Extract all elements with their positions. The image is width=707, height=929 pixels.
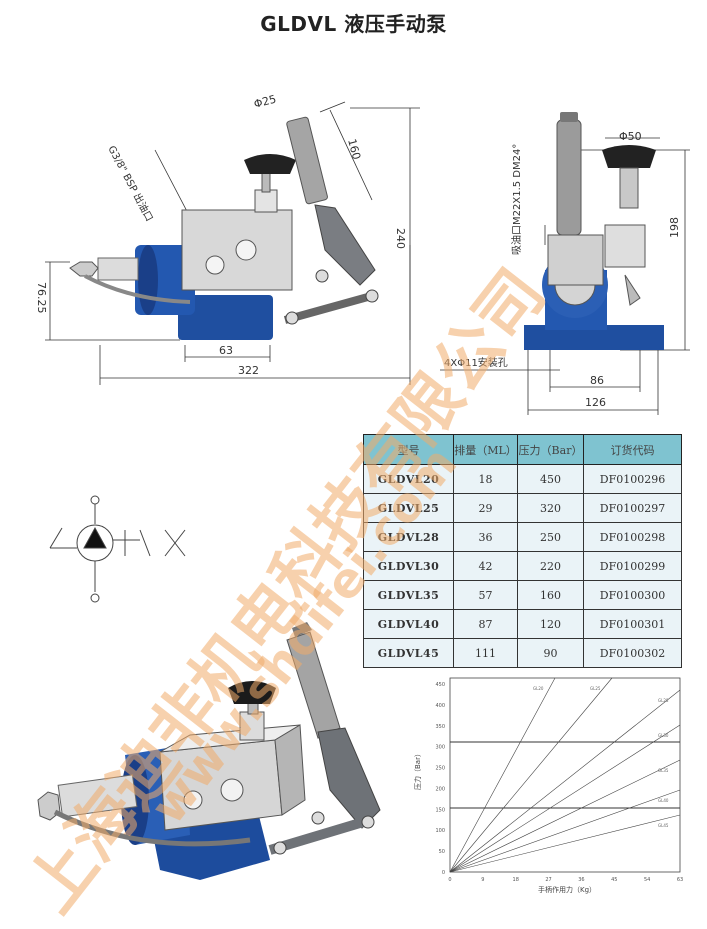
cell-model: GLDVL20 [363, 464, 454, 494]
cell-pressure: 120 [517, 609, 584, 639]
x-tick-label: 9 [481, 877, 484, 883]
cell-displacement: 111 [453, 638, 518, 668]
dim-total-len: 322 [238, 364, 259, 377]
series-label: GL30 [658, 733, 669, 738]
series-label: GL35 [658, 768, 669, 773]
series-line [449, 689, 681, 873]
side-view-drawing: Φ25 160 240 G3/8" BSP 出油口 76.25 63 322 [35, 92, 420, 385]
x-tick-label: 18 [513, 877, 519, 883]
cell-order-code: DF0100302 [583, 638, 682, 668]
cell-pressure: 450 [517, 464, 584, 494]
front-view-drawing: Φ50 吸油口M22X1.5 DM24° 198 4XΦ11安装孔 86 126 [440, 112, 690, 415]
dim-base-height: 76.25 [35, 282, 48, 314]
cell-displacement: 36 [453, 522, 518, 552]
page-title: GLDVL 液压手动泵 [260, 12, 447, 36]
y-tick-label: 150 [435, 807, 445, 813]
cell-order-code: DF0100301 [583, 609, 682, 639]
cell-model: GLDVL45 [363, 638, 454, 668]
cell-order-code: DF0100299 [583, 551, 682, 581]
x-tick-label: 36 [578, 877, 584, 883]
cell-model: GLDVL40 [363, 609, 454, 639]
graph-frame [449, 677, 681, 873]
series-line [449, 724, 681, 873]
series-line [449, 759, 681, 873]
series-label: GL45 [658, 823, 669, 828]
dim-hole-spacing: 86 [590, 374, 604, 387]
pump-3d-illustration [37, 622, 381, 880]
spec-table-header: 型号 排量（ML） 压力（Bar） 订货代码 [363, 434, 682, 465]
graph-xlabel: 手柄作用力（Kg） [538, 885, 596, 894]
dim-height: 240 [394, 228, 407, 249]
cell-order-code: DF0100300 [583, 580, 682, 610]
dim-base-width: 126 [585, 396, 606, 409]
dim-mount-holes: 4XΦ11安装孔 [444, 356, 508, 369]
x-tick-label: 27 [545, 877, 551, 883]
dim-front-height: 198 [668, 217, 681, 238]
series-line [449, 814, 681, 873]
x-tick-label: 45 [611, 877, 617, 883]
cell-pressure: 90 [517, 638, 584, 668]
y-tick-label: 100 [435, 828, 445, 834]
y-tick-label: 300 [435, 745, 445, 751]
series-label: GL25 [590, 686, 601, 691]
y-tick-label: 450 [435, 682, 445, 688]
pressure-force-graph: 450 400 350 300 250 200 150 100 50 0 0 9 18 27 36 45 54… [413, 677, 683, 894]
header-order-code: 订货代码 [583, 434, 682, 465]
y-tick-label: 200 [435, 786, 445, 792]
dim-suction: 吸油口M22X1.5 DM24° [510, 144, 523, 255]
series-line [449, 677, 613, 873]
x-tick-label: 63 [677, 877, 683, 883]
series-label: GL28 [658, 698, 669, 703]
graph-ylabel: 压力（Bar） [413, 750, 422, 790]
cell-displacement: 57 [453, 580, 518, 610]
series-label: GL20 [533, 686, 544, 691]
dim-handle-dia: Φ25 [252, 92, 277, 110]
y-tick-label: 50 [439, 849, 445, 855]
header-pressure: 压力（Bar） [517, 434, 584, 465]
x-tick-label: 0 [448, 877, 451, 883]
series-line [449, 789, 681, 873]
side-pump-illustration [69, 116, 379, 340]
cell-pressure: 220 [517, 551, 584, 581]
dim-knob-dia: Φ50 [619, 130, 642, 143]
y-tick-label: 350 [435, 724, 445, 730]
series-label: GL40 [658, 798, 669, 803]
y-tick-label: 0 [442, 870, 445, 876]
header-model: 型号 [363, 434, 454, 465]
cell-displacement: 29 [453, 493, 518, 523]
y-tick-label: 400 [435, 703, 445, 709]
cell-model: GLDVL35 [363, 580, 454, 610]
series-line [449, 677, 556, 873]
hydraulic-symbol [49, 495, 186, 603]
x-tick-label: 54 [644, 877, 650, 883]
cell-order-code: DF0100297 [583, 493, 682, 523]
dim-center-dist: 63 [219, 344, 233, 357]
cell-model: GLDVL28 [363, 522, 454, 552]
front-pump-illustration [524, 112, 664, 350]
cell-pressure: 250 [517, 522, 584, 552]
header-displacement: 排量（ML） [453, 434, 518, 465]
cell-model: GLDVL30 [363, 551, 454, 581]
cell-model: GLDVL25 [363, 493, 454, 523]
cell-displacement: 18 [453, 464, 518, 494]
cell-order-code: DF0100296 [583, 464, 682, 494]
cell-order-code: DF0100298 [583, 522, 682, 552]
y-tick-label: 250 [435, 766, 445, 772]
dim-handle-len: 160 [345, 137, 363, 161]
